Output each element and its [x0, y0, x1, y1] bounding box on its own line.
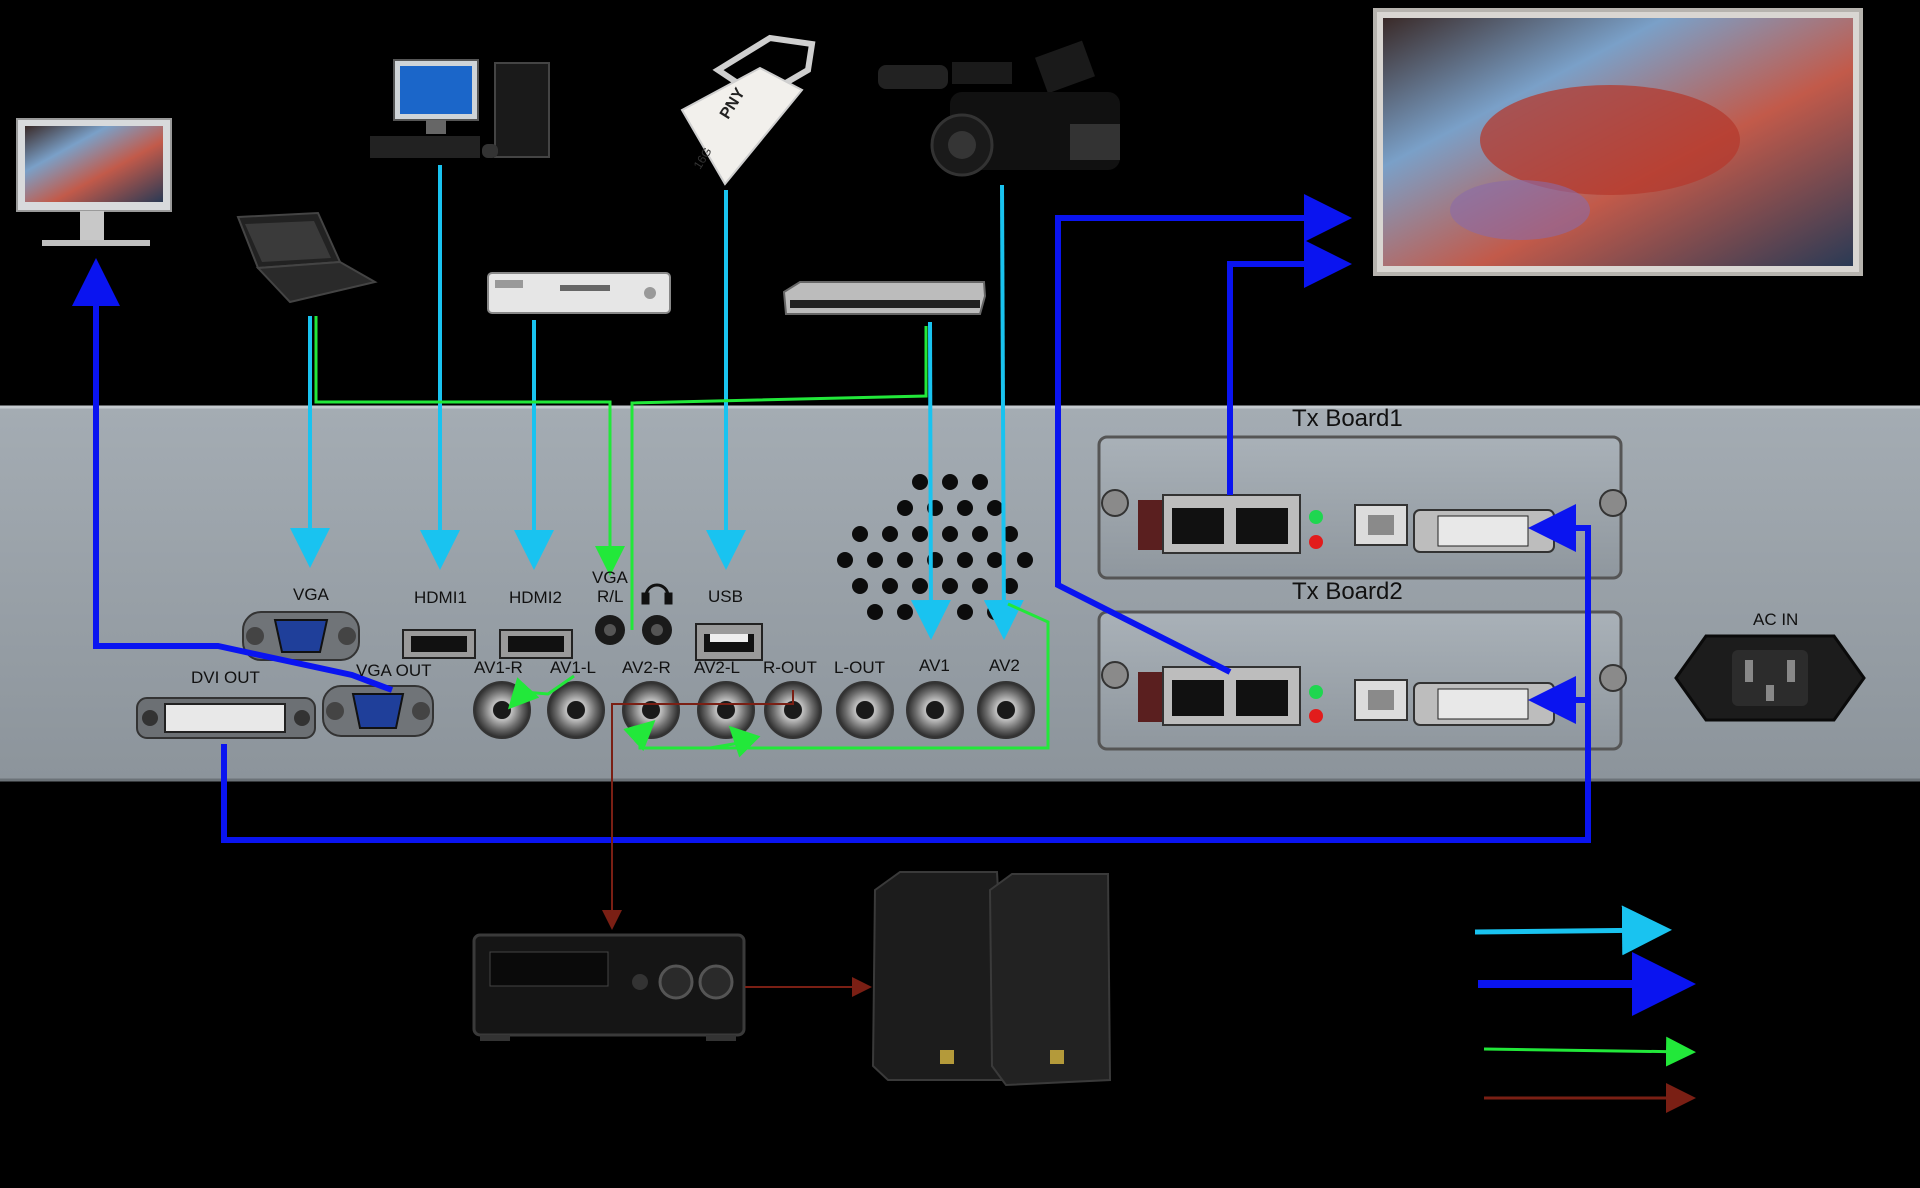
- r-out-port[interactable]: [764, 681, 822, 739]
- legend: [1474, 905, 1696, 1113]
- hdmi1-label: HDMI1: [414, 588, 467, 607]
- av2-r-label: AV2-R: [622, 658, 671, 677]
- tx-board-2-title: Tx Board2: [1292, 578, 1403, 605]
- led-screen-icon: [1373, 8, 1863, 276]
- tx-board-2: [1097, 610, 1627, 751]
- usb-b-port[interactable]: [1354, 679, 1408, 721]
- vga-rl-label-line2: R/L: [597, 587, 624, 606]
- dvi-out-label: DVI OUT: [191, 668, 260, 687]
- headphone-icon: [641, 583, 673, 605]
- dvi-in-port[interactable]: [1413, 509, 1555, 553]
- av2-l-label: AV2-L: [694, 658, 740, 677]
- ventilation-grille: [837, 474, 1033, 620]
- laptop-icon: [236, 211, 378, 304]
- camcorder-icon: [878, 40, 1120, 177]
- usb-b-port[interactable]: [1354, 504, 1408, 546]
- ac-in-socket[interactable]: [1674, 634, 1866, 722]
- av1-label: AV1: [919, 656, 950, 675]
- vga-out-port[interactable]: [322, 685, 434, 737]
- monitor-icon: [16, 118, 172, 246]
- av2-l-port[interactable]: [697, 681, 755, 739]
- camcorder-to-av2-line: [983, 184, 1024, 640]
- av2-label: AV2: [989, 656, 1020, 675]
- dvi-out-to-board1-line: [1528, 504, 1591, 840]
- ethernet-port[interactable]: [1162, 666, 1301, 726]
- board1-to-screen-line: [1227, 240, 1352, 495]
- speaker-icon: [871, 871, 1010, 1081]
- blu-ray-player-icon: [782, 281, 987, 315]
- hdmi1-port[interactable]: [402, 629, 476, 659]
- hdmi2-port[interactable]: [499, 629, 573, 659]
- headphone-jack[interactable]: [642, 615, 672, 645]
- ac-in-label: AC IN: [1753, 610, 1799, 629]
- usb-drive-icon: [680, 34, 816, 186]
- vga-port[interactable]: [242, 611, 360, 661]
- dvi-in-port[interactable]: [1413, 682, 1555, 726]
- dvi-signal-lines: [72, 194, 1591, 843]
- av2-r-port[interactable]: [622, 681, 680, 739]
- av2-port[interactable]: [977, 681, 1035, 739]
- vga-audio-jack[interactable]: [595, 615, 625, 645]
- dvd-player-icon: [487, 272, 671, 314]
- vga-label: VGA: [293, 585, 329, 604]
- av1-l-port[interactable]: [547, 681, 605, 739]
- av-signal-lines: [314, 316, 1050, 758]
- tx-board-1: [1097, 435, 1627, 580]
- vga-out-label: VGA OUT: [356, 661, 432, 680]
- tx-board-1-title: Tx Board1: [1292, 405, 1403, 432]
- amplifier-icon: [472, 933, 746, 1041]
- desktop-pc-icon: [370, 59, 550, 158]
- av1-port[interactable]: [906, 681, 964, 739]
- vga-out-to-monitor-line: [72, 258, 394, 693]
- l-out-port[interactable]: [836, 681, 894, 739]
- dvi-out-port[interactable]: [136, 697, 316, 739]
- hdmi2-label: HDMI2: [509, 588, 562, 607]
- r-out-label: R-OUT: [763, 658, 817, 677]
- audio-output-lines: [602, 690, 872, 997]
- blu-ray-to-av1-line: [910, 321, 951, 640]
- vga-rl-label-line1: VGA: [592, 568, 628, 587]
- video-signal-lines: [290, 165, 1024, 640]
- legend-video-arrow: [1474, 905, 1672, 956]
- usb-port[interactable]: [695, 623, 763, 661]
- legend-av-arrow: [1483, 1036, 1696, 1067]
- ethernet-port[interactable]: [1162, 494, 1301, 554]
- l-out-label: L-OUT: [834, 658, 885, 677]
- av1-l-label: AV1-L: [550, 658, 596, 677]
- speaker-icon: [988, 873, 1112, 1087]
- usb-label: USB: [708, 587, 743, 606]
- av1-r-label: AV1-R: [474, 658, 523, 677]
- board2-to-screen-line: [1055, 194, 1352, 675]
